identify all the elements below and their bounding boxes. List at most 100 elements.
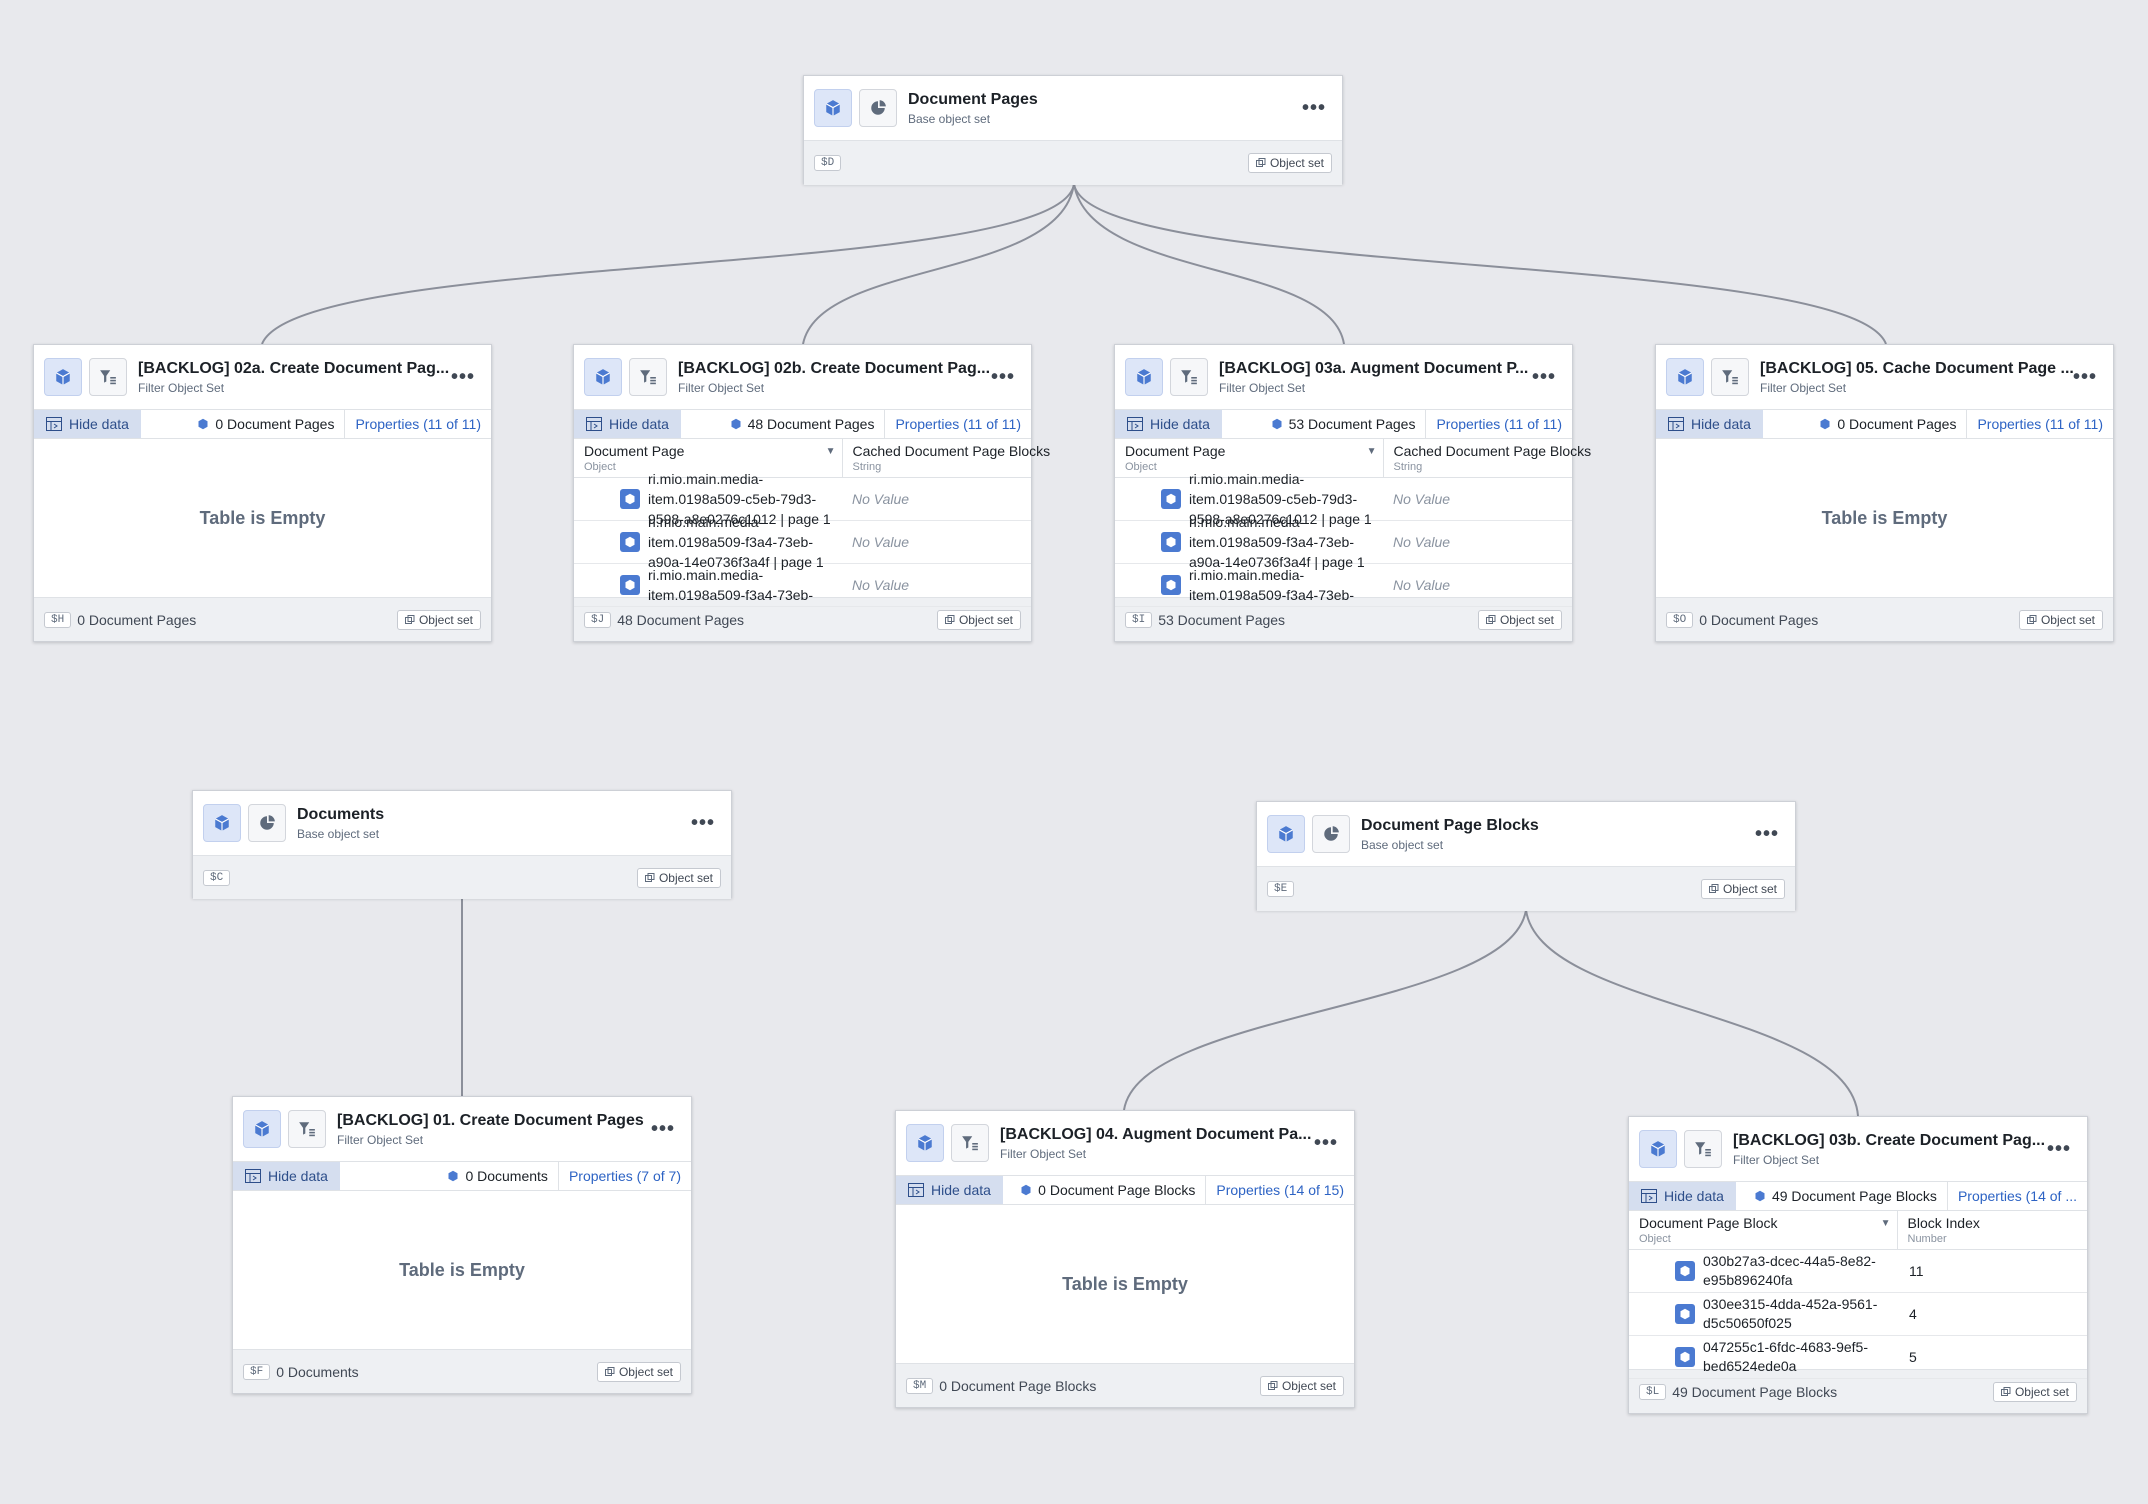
node-backlog-03b[interactable]: [BACKLOG] 03b. Create Document Pag...Fil… bbox=[1628, 1116, 2088, 1414]
pie-chart-icon[interactable] bbox=[859, 89, 897, 127]
connector-blocks-to-03b bbox=[1525, 909, 1859, 1117]
filter-icon[interactable] bbox=[629, 358, 667, 396]
node-subtitle: Base object set bbox=[908, 111, 991, 126]
column-header[interactable]: Document Page▼Object bbox=[1115, 439, 1383, 478]
filter-icon[interactable] bbox=[1170, 358, 1208, 396]
table-row[interactable]: 047255c1-6fdc-4683-9ef5-bed6524ede0a 5 bbox=[1629, 1335, 2087, 1379]
filter-icon[interactable] bbox=[288, 1110, 326, 1148]
cube-icon[interactable] bbox=[814, 89, 852, 127]
hide-data-button[interactable]: Hide data bbox=[574, 410, 681, 438]
object-set-button[interactable]: Object set bbox=[596, 1361, 681, 1382]
more-dots-icon[interactable]: ••• bbox=[1301, 96, 1326, 119]
table-row[interactable]: ri.mio.main.media-item.0198a509-c5eb-79d… bbox=[574, 471, 1031, 527]
cube-icon bbox=[1754, 1190, 1766, 1202]
footer-count: 0 Document Pages bbox=[77, 611, 197, 628]
node-backlog-05[interactable]: [BACKLOG] 05. Cache Document Page ...Fil… bbox=[1655, 344, 2114, 642]
more-dots-icon[interactable]: ••• bbox=[2072, 365, 2097, 388]
node-title: [BACKLOG] 03b. Create Document Pag... bbox=[1733, 1131, 2046, 1149]
more-dots-icon[interactable]: ••• bbox=[1313, 1131, 1338, 1154]
column-header[interactable]: Document Page▼Object bbox=[574, 439, 842, 478]
pie-chart-icon[interactable] bbox=[1312, 815, 1350, 853]
cube-icon[interactable] bbox=[243, 1110, 281, 1148]
more-dots-icon[interactable]: ••• bbox=[450, 365, 475, 388]
properties-link[interactable]: Properties (11 of 11) bbox=[1436, 416, 1562, 432]
more-dots-icon[interactable]: ••• bbox=[690, 811, 715, 834]
hide-data-button[interactable]: Hide data bbox=[1629, 1182, 1736, 1210]
table-row[interactable]: ri.mio.main.media-item.0198a509-f3a4-73e… bbox=[1115, 514, 1572, 570]
cube-icon bbox=[1161, 574, 1181, 595]
table-row[interactable]: ri.mio.main.media-item.0198a509-f3a4-73e… bbox=[574, 514, 1031, 570]
cube-icon[interactable] bbox=[906, 1124, 944, 1162]
variable-tag: $M bbox=[906, 1377, 934, 1394]
more-dots-icon[interactable]: ••• bbox=[1754, 822, 1779, 845]
object-set-button[interactable]: Object set bbox=[1259, 1375, 1344, 1396]
column-header[interactable]: Document Page Block▼Object bbox=[1629, 1211, 1897, 1250]
object-set-button[interactable]: Object set bbox=[936, 609, 1021, 630]
filter-icon[interactable] bbox=[1711, 358, 1749, 396]
object-set-button[interactable]: Object set bbox=[1992, 1381, 2077, 1402]
properties-link[interactable]: Properties (14 of ... bbox=[1957, 1188, 2077, 1204]
hide-data-button[interactable]: Hide data bbox=[34, 410, 141, 438]
node-backlog-02b[interactable]: [BACKLOG] 02b. Create Document Pag...Fil… bbox=[573, 344, 1050, 642]
object-set-button[interactable]: Object set bbox=[1477, 609, 1562, 630]
table-row[interactable]: 030b27a3-dcec-44a5-8e82-e95b896240fa 11 bbox=[1629, 1249, 2087, 1293]
connector-blocks-to-04 bbox=[1123, 909, 1527, 1111]
cube-icon[interactable] bbox=[1125, 358, 1163, 396]
more-dots-icon[interactable]: ••• bbox=[1531, 365, 1556, 388]
object-set-button[interactable]: Object set bbox=[1247, 153, 1332, 173]
hide-data-button[interactable]: Hide data bbox=[896, 1176, 1003, 1204]
cube-icon[interactable] bbox=[584, 358, 622, 396]
table-row[interactable]: 030ee315-4dda-452a-9561-d5c50650f025 4 bbox=[1629, 1292, 2087, 1336]
table-row[interactable]: ri.mio.main.media-item.0198a509-f3a4-73e… bbox=[1115, 563, 1572, 607]
more-dots-icon[interactable]: ••• bbox=[650, 1117, 675, 1140]
cube-icon[interactable] bbox=[1639, 1130, 1677, 1168]
hide-data-button[interactable]: Hide data bbox=[1656, 410, 1763, 438]
table-empty-message: Table is Empty bbox=[1062, 1273, 1188, 1294]
cube-icon bbox=[1675, 1303, 1695, 1324]
more-dots-icon[interactable]: ••• bbox=[990, 365, 1015, 388]
object-set-icon bbox=[604, 1366, 615, 1376]
filter-icon[interactable] bbox=[951, 1124, 989, 1162]
table-icon bbox=[1668, 417, 1684, 431]
cube-icon[interactable] bbox=[44, 358, 82, 396]
properties-link[interactable]: Properties (7 of 7) bbox=[568, 1168, 681, 1184]
hide-data-button[interactable]: Hide data bbox=[1115, 410, 1222, 438]
filter-icon[interactable] bbox=[1684, 1130, 1722, 1168]
object-set-button[interactable]: Object set bbox=[396, 609, 481, 630]
pie-chart-icon[interactable] bbox=[248, 804, 286, 842]
chevron-down-icon[interactable]: ▼ bbox=[825, 445, 836, 457]
footer-count: 53 Document Pages bbox=[1158, 611, 1286, 628]
node-backlog-04[interactable]: [BACKLOG] 04. Augment Document Pa...Filt… bbox=[895, 1110, 1355, 1408]
properties-link[interactable]: Properties (11 of 11) bbox=[355, 416, 481, 432]
table-icon bbox=[46, 417, 62, 431]
chevron-down-icon[interactable]: ▼ bbox=[1366, 445, 1377, 457]
cube-icon[interactable] bbox=[203, 804, 241, 842]
cube-icon[interactable] bbox=[1267, 815, 1305, 853]
hide-data-button[interactable]: Hide data bbox=[233, 1162, 340, 1190]
cube-icon bbox=[730, 418, 742, 430]
chevron-down-icon[interactable]: ▼ bbox=[1880, 1217, 1891, 1229]
node-backlog-02a[interactable]: [BACKLOG] 02a. Create Document Pag...Fil… bbox=[33, 344, 492, 642]
table-row[interactable]: ri.mio.main.media-item.0198a509-f3a4-73e… bbox=[574, 563, 1031, 607]
cube-icon[interactable] bbox=[1666, 358, 1704, 396]
node-backlog-03a[interactable]: [BACKLOG] 03a. Augment Document P...Filt… bbox=[1114, 344, 1591, 642]
object-set-icon bbox=[404, 614, 415, 624]
more-dots-icon[interactable]: ••• bbox=[2046, 1137, 2071, 1160]
properties-link[interactable]: Properties (11 of 11) bbox=[1977, 416, 2103, 432]
properties-link[interactable]: Properties (14 of 15) bbox=[1216, 1182, 1344, 1198]
object-count: 0 Document Page Blocks bbox=[1003, 1176, 1207, 1204]
object-set-button[interactable]: Object set bbox=[1700, 879, 1785, 899]
properties-link[interactable]: Properties (11 of 11) bbox=[895, 416, 1021, 432]
node-subtitle: Base object set bbox=[1361, 837, 1444, 852]
object-set-button[interactable]: Object set bbox=[2018, 609, 2103, 630]
object-set-button[interactable]: Object set bbox=[636, 867, 721, 888]
filter-icon[interactable] bbox=[89, 358, 127, 396]
table-row[interactable]: ri.mio.main.media-item.0198a509-c5eb-79d… bbox=[1115, 471, 1572, 527]
